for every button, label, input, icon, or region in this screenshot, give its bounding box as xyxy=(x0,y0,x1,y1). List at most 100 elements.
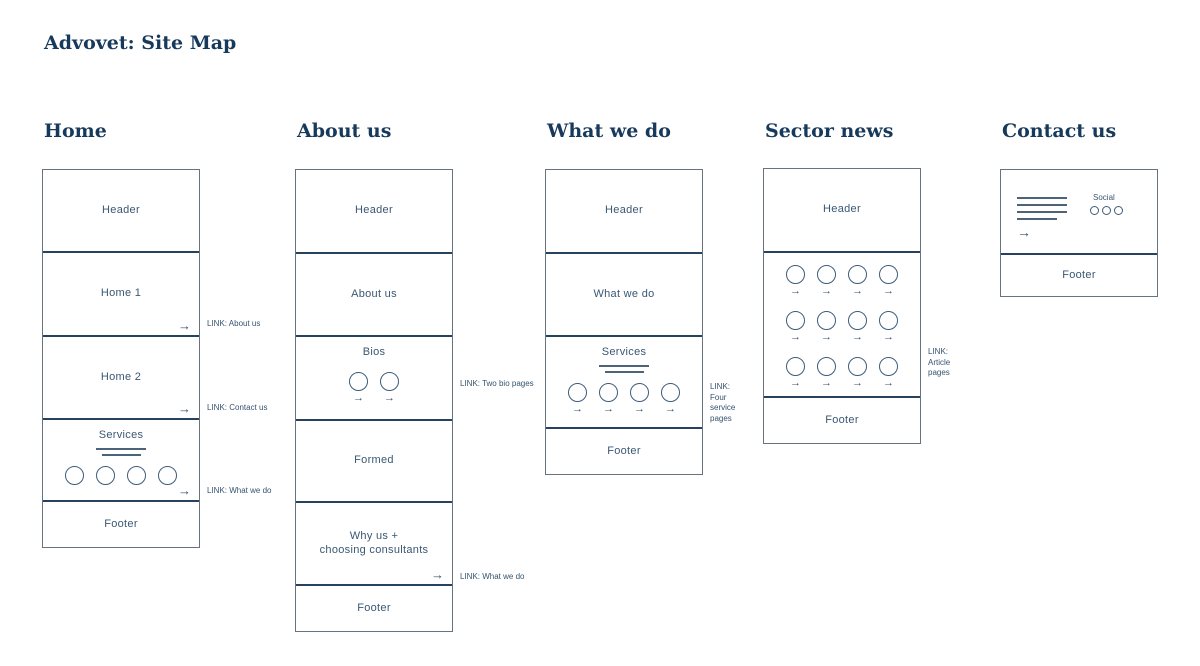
arrow-icon: → xyxy=(353,391,364,404)
page-circle-icon xyxy=(786,357,805,376)
section-label: Why us + xyxy=(349,530,399,542)
page-circle-cell: → xyxy=(568,382,587,415)
page-circle-cell: → xyxy=(786,265,805,297)
underline-line xyxy=(101,453,141,456)
page-circle-row: → → → → xyxy=(786,265,898,297)
social-circle-row xyxy=(1090,206,1123,215)
social-circle-icon xyxy=(1102,206,1111,215)
arrow-icon: → xyxy=(852,377,863,389)
page-circle-cell: → xyxy=(848,357,867,389)
arrow-icon: → xyxy=(883,377,894,389)
page-circle-cell: → xyxy=(817,311,836,343)
page-circle-cell: → xyxy=(848,311,867,343)
social-label: Social xyxy=(1093,193,1115,202)
page-circle-cell: → xyxy=(786,357,805,389)
arrow-icon: → xyxy=(634,402,645,415)
page-circle-cell xyxy=(65,465,84,485)
link-annotation-line: Article xyxy=(928,357,951,367)
page-circle-icon xyxy=(786,311,805,330)
section-about-us: About us xyxy=(296,252,452,335)
page-circle-cell: → xyxy=(661,382,680,415)
column-title-contact-us: Contact us xyxy=(1002,120,1117,142)
column-title-what-we-do: What we do xyxy=(547,120,671,142)
link-annotation-line: LINK: Two bio pages xyxy=(460,379,534,388)
underline-line xyxy=(604,370,644,373)
section-header: Header xyxy=(764,169,920,251)
section-label: Footer xyxy=(104,517,138,530)
social-circle-icon xyxy=(1090,206,1099,215)
page-circle-cell: → xyxy=(879,311,898,343)
article-grid: →→→→→→→→→→→→ xyxy=(764,253,920,389)
section-label: choosing consultants xyxy=(319,543,429,556)
section-home-1: Home 1→LINK: About us xyxy=(43,251,260,335)
column-title-home: Home xyxy=(44,120,107,142)
page-circle-icon xyxy=(65,465,84,485)
text-placeholder-block xyxy=(1017,197,1067,225)
page-circle-cell xyxy=(127,465,146,485)
social-block: Social xyxy=(1090,193,1123,215)
link-annotation-line: Four xyxy=(710,392,727,402)
section-header: Header xyxy=(43,170,199,251)
page-circle-cell: → xyxy=(630,382,649,415)
section-label: Header xyxy=(605,204,643,217)
link-annotation-line: service xyxy=(710,403,736,412)
section-what-we-do: What we do xyxy=(546,252,702,335)
section-label: Header xyxy=(355,204,393,217)
page-circle-row: → → → → xyxy=(786,357,898,389)
page-circle-icon xyxy=(158,465,177,485)
page-circle-icon xyxy=(599,382,618,402)
page-circle-icon xyxy=(848,311,867,330)
page-circle-cell: → xyxy=(879,357,898,389)
link-annotation-line: LINK: What we do xyxy=(460,572,525,581)
arrow-icon: → xyxy=(665,402,676,415)
arrow-icon: → xyxy=(821,377,832,389)
link-annotation-line: LINK: What we do xyxy=(207,486,272,495)
section-label: Home 1 xyxy=(100,287,142,300)
section-header: Header xyxy=(296,170,452,252)
page-circle-icon xyxy=(848,357,867,376)
column-title-about-us: About us xyxy=(297,120,392,142)
link-annotation: LINK: What we do xyxy=(207,486,271,497)
arrow-icon: → xyxy=(431,567,444,582)
social-circle-icon xyxy=(1114,206,1123,215)
link-annotation: LINK: Two bio pages xyxy=(460,379,534,390)
section-why-us: Why us +choosing consultants→ LINK: What … xyxy=(296,501,524,584)
arrow-icon: → xyxy=(883,331,894,343)
page-circle-icon xyxy=(786,265,805,284)
section-footer: Footer xyxy=(546,427,702,474)
arrow-icon: → xyxy=(790,285,801,297)
arrow-icon: → xyxy=(790,377,801,389)
page-circle-icon xyxy=(661,382,680,402)
section-label: Footer xyxy=(1062,268,1096,281)
page-circle-icon xyxy=(568,382,587,402)
section-label: Header xyxy=(823,203,861,216)
link-annotation-line: LINK: About us xyxy=(207,319,261,328)
arrow-icon: → xyxy=(572,402,583,415)
arrow-icon: → xyxy=(852,285,863,297)
page-circle-icon xyxy=(879,265,898,284)
text-line-placeholder xyxy=(1017,197,1067,199)
page-circle-row: →→→→ xyxy=(568,382,680,415)
section-label: Services xyxy=(98,429,144,441)
underline-decoration xyxy=(96,447,146,456)
link-annotation: LINK: About us xyxy=(207,319,260,330)
underline-line xyxy=(599,364,649,367)
arrow-icon: → xyxy=(1017,224,1031,240)
arrow-icon: → xyxy=(384,391,395,404)
page-circle-icon xyxy=(349,371,368,391)
underline-decoration xyxy=(599,364,649,373)
link-annotation-line: LINK: Contact us xyxy=(207,403,268,412)
page-circle-cell: → xyxy=(817,265,836,297)
section-label: What we do xyxy=(593,287,655,300)
column-title-sector-news: Sector news xyxy=(765,120,894,142)
section-label: Footer xyxy=(357,601,391,614)
section-header: Header xyxy=(546,170,702,252)
link-annotation-line: pages xyxy=(710,413,732,423)
page-circle-cell: → xyxy=(879,265,898,297)
page-circle-icon xyxy=(817,357,836,376)
